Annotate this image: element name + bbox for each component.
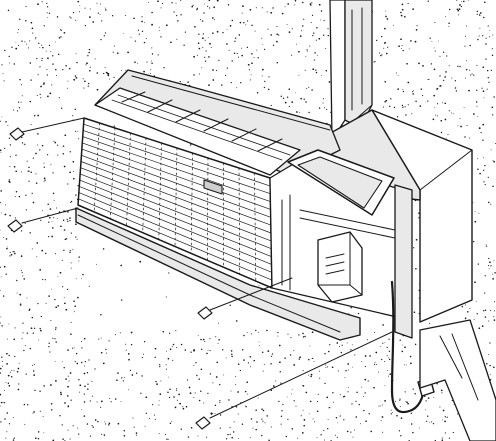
base-pan (75, 207, 361, 341)
electrical-box (317, 231, 363, 303)
grille-latch (203, 179, 223, 195)
top-vents (94, 87, 301, 176)
control-panel (287, 149, 395, 216)
wall-outlet-area (419, 319, 496, 441)
screw-icon (7, 207, 79, 233)
mounting-screws (7, 117, 393, 430)
screw-icon (197, 277, 293, 320)
unit-side-frame (394, 184, 413, 339)
screw-icon (9, 117, 85, 141)
screw-icon (195, 331, 393, 430)
